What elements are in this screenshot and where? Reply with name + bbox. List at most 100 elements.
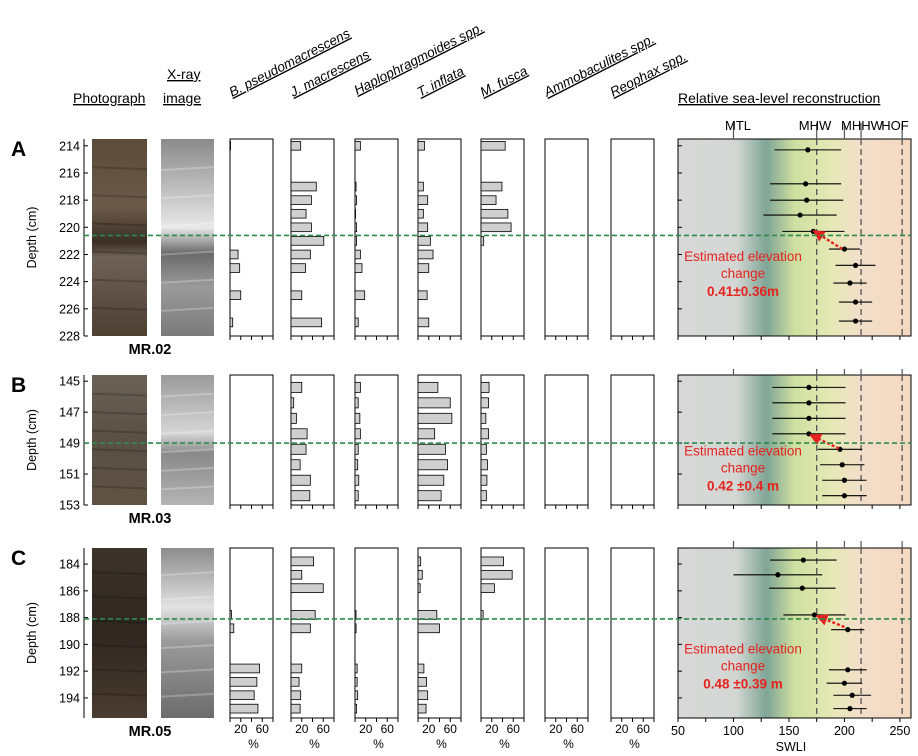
taxon-bar	[290, 397, 295, 409]
taxon-bar	[354, 412, 361, 424]
taxon-header: Ammobaculites spp.	[541, 31, 657, 100]
core-photograph	[92, 375, 147, 505]
taxon-bar	[417, 317, 430, 328]
depth-tick-label: 218	[59, 194, 80, 208]
taxon-bar	[417, 610, 438, 620]
taxon-column	[544, 547, 589, 719]
photo-band	[91, 644, 148, 649]
xray-band	[160, 485, 215, 491]
taxon-bar	[290, 677, 300, 687]
annotation-line2: change	[721, 266, 765, 281]
pct-tick-label: 60	[571, 722, 585, 736]
taxon-bar	[354, 690, 359, 701]
swli-point	[802, 181, 809, 187]
taxon-bar	[354, 443, 359, 455]
swli-point	[797, 212, 803, 218]
taxon-bar	[417, 623, 440, 634]
depth-tick-label: 190	[59, 638, 80, 652]
pct-unit-label: %	[373, 737, 384, 751]
photo-band	[91, 429, 148, 434]
pct-tick-label: 60	[256, 722, 270, 736]
core-photograph	[92, 548, 147, 718]
core-label: MR.02	[129, 342, 172, 358]
core-xray	[161, 375, 214, 505]
taxon-bar	[290, 490, 311, 502]
photograph-header: Photograph	[73, 90, 145, 106]
swli-tick-label: 50	[671, 724, 685, 738]
pct-unit-label: %	[436, 737, 447, 751]
xray-band	[160, 429, 215, 435]
depth-tick-label: 224	[59, 275, 80, 289]
pct-tick-label: 20	[359, 722, 373, 736]
photo-band	[91, 448, 148, 453]
swli-point	[799, 585, 805, 591]
taxon-bar	[480, 141, 506, 151]
taxon-bar	[480, 381, 490, 393]
taxon-bar	[480, 490, 487, 502]
pct-unit-label: %	[629, 737, 640, 751]
annotation-value: 0.41±0.36m	[707, 284, 779, 299]
photo-band	[91, 222, 148, 227]
taxon-bar	[354, 317, 359, 328]
zone-background	[677, 374, 912, 506]
taxon-bar	[290, 623, 311, 634]
xray-band	[160, 571, 215, 577]
pct-tick-label: 60	[507, 722, 521, 736]
taxon-bar	[290, 412, 297, 424]
xray-band	[160, 194, 215, 200]
taxon-header: T. inflata	[415, 63, 467, 100]
taxon-column	[610, 138, 655, 337]
xray-band	[160, 644, 215, 650]
pct-unit-label: %	[499, 737, 510, 751]
pct-tick-label: 20	[485, 722, 499, 736]
taxon-bar	[480, 459, 488, 471]
photo-band	[91, 250, 148, 255]
taxon-bar	[480, 397, 489, 409]
reconstruction-header: Relative sea-level reconstruction	[678, 90, 880, 106]
taxon-bar	[354, 222, 358, 233]
taxon-column	[544, 374, 589, 506]
xray-band	[160, 668, 215, 674]
depth-tick-label: 145	[59, 375, 80, 389]
depth-tick-label: 226	[59, 302, 80, 316]
taxon-column	[229, 547, 274, 719]
core-xray	[161, 548, 214, 718]
depth-tick-label: 228	[59, 330, 80, 344]
elevation-arrow	[812, 230, 843, 251]
depth-axis-label: Depth (cm)	[25, 602, 39, 664]
taxon-bar	[229, 623, 235, 634]
depth-tick-label: 222	[59, 248, 80, 262]
taxon-bar	[354, 236, 358, 246]
taxon-bar	[480, 181, 503, 192]
taxon-column	[480, 374, 525, 506]
taxon-bar	[417, 141, 425, 151]
photo-band	[91, 485, 148, 490]
annotation-value: 0.42 ±0.4 m	[707, 479, 779, 494]
pct-tick-label: 60	[637, 722, 651, 736]
swli-tick-label: 150	[779, 724, 800, 738]
swli-point	[841, 493, 848, 499]
depth-tick-label: 184	[59, 558, 80, 572]
taxon-bar	[417, 236, 431, 246]
taxon-bar	[290, 141, 302, 151]
taxon-bar	[417, 290, 428, 301]
taxon-bar	[480, 474, 488, 486]
xray-band	[160, 411, 215, 417]
taxon-bar	[290, 474, 311, 486]
taxon-bar	[290, 459, 301, 471]
taxon-bar	[354, 397, 359, 409]
taxon-bar	[229, 141, 231, 151]
pct-tick-label: 20	[234, 722, 248, 736]
taxon-bar	[354, 181, 357, 192]
taxon-bar	[417, 428, 436, 440]
taxon-bar	[480, 412, 487, 424]
swli-point	[806, 415, 812, 421]
xray-band	[160, 692, 215, 698]
taxon-bar	[290, 583, 324, 593]
swli-point	[841, 246, 848, 252]
swli-point	[806, 431, 812, 437]
taxon-bar	[417, 703, 427, 714]
photo-band	[91, 166, 148, 171]
